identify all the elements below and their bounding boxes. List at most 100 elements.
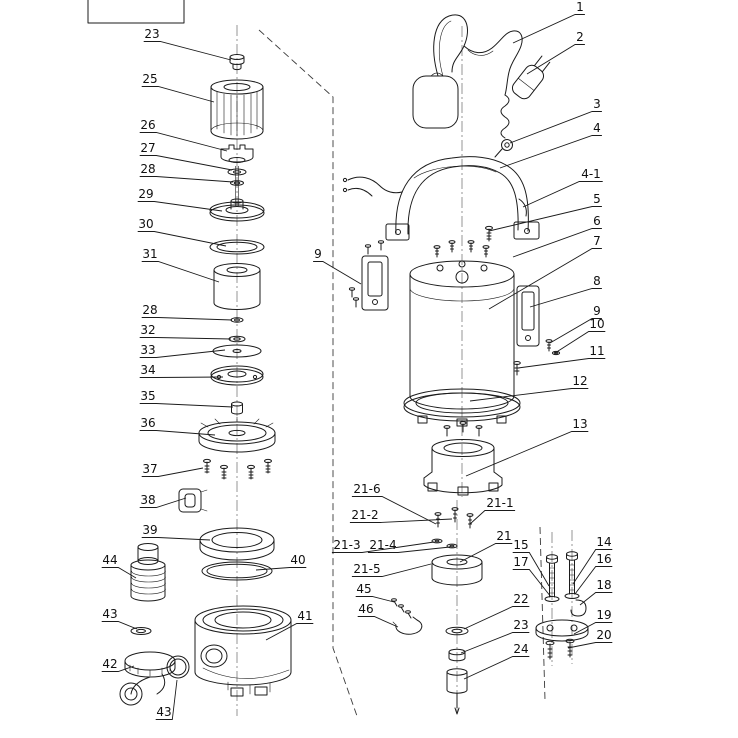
callout-leader-21-6 bbox=[351, 496, 437, 525]
right-assembly bbox=[342, 14, 561, 497]
callout-label-10: 10 bbox=[589, 317, 604, 331]
screws-part-37 bbox=[203, 458, 272, 480]
callout-label-45: 45 bbox=[356, 582, 371, 596]
callout-label-46: 46 bbox=[358, 602, 373, 616]
callout-leader-37 bbox=[141, 467, 204, 477]
callout-leader-41 bbox=[265, 623, 314, 641]
callout-label-36: 36 bbox=[140, 416, 155, 430]
fan-coupling-part-26 bbox=[220, 144, 254, 163]
washer-part-43 bbox=[130, 627, 152, 635]
callout-label-44: 44 bbox=[102, 553, 117, 567]
callout-label-4-1: 4-1 bbox=[581, 167, 601, 181]
callout-leader-10 bbox=[554, 331, 606, 354]
callout-leader-21-5 bbox=[351, 563, 432, 577]
bracket-part-38 bbox=[178, 488, 208, 513]
diffuser-part-36 bbox=[198, 416, 276, 453]
volute-body-part-41 bbox=[194, 605, 292, 697]
callout-leader-25 bbox=[141, 86, 215, 103]
nut-part-23b bbox=[448, 648, 466, 662]
left-assembly bbox=[119, 25, 292, 716]
screws-part-21-6-21-2-21-1 bbox=[434, 507, 474, 529]
screws-part-6 bbox=[433, 240, 490, 258]
callout-leader-30 bbox=[137, 231, 227, 247]
screws-part-20 bbox=[545, 638, 575, 660]
callout-leader-2 bbox=[526, 44, 585, 75]
callout-leader-6 bbox=[512, 228, 602, 258]
callout-leader-9 bbox=[313, 261, 362, 285]
lead-wires bbox=[342, 176, 403, 197]
callout-leader-22 bbox=[463, 606, 530, 630]
callout-label-23: 23 bbox=[144, 27, 159, 41]
callout-label-28: 28 bbox=[142, 303, 157, 317]
callout-leader-33 bbox=[139, 349, 226, 358]
o-ring-part-43b bbox=[166, 655, 190, 679]
callout-leader-23 bbox=[143, 41, 232, 61]
power-cord-part-1 bbox=[433, 14, 523, 96]
cable-clip-part-3 bbox=[494, 139, 513, 158]
callout-leader-42 bbox=[101, 665, 135, 672]
callout-leader-21-4 bbox=[367, 546, 451, 553]
callout-label-38: 38 bbox=[140, 493, 155, 507]
gasket-part-30 bbox=[209, 239, 265, 255]
callout-label-16: 16 bbox=[596, 552, 611, 566]
callout-leader-27 bbox=[139, 155, 233, 171]
seal-ring-part-39 bbox=[199, 527, 275, 561]
seal-plate-part-29 bbox=[209, 198, 265, 222]
callout-label-18: 18 bbox=[596, 578, 611, 592]
plug-part-2 bbox=[511, 55, 551, 100]
callout-leader-40 bbox=[255, 567, 307, 571]
callout-label-12: 12 bbox=[572, 374, 587, 388]
hose-connector-part-44 bbox=[130, 543, 166, 602]
callout-label-24: 24 bbox=[513, 642, 528, 656]
callout-label-28: 28 bbox=[140, 162, 155, 176]
pins-part-45 bbox=[391, 598, 412, 619]
callout-label-21: 21 bbox=[496, 529, 511, 543]
callout-leader-5 bbox=[488, 206, 602, 232]
base-stand-part-12 bbox=[403, 388, 521, 427]
callout-leader-28 bbox=[141, 317, 233, 321]
callout-leader-17 bbox=[512, 569, 552, 598]
callout-label-3: 3 bbox=[593, 97, 601, 111]
callout-leader-11 bbox=[517, 358, 606, 369]
callout-label-1: 1 bbox=[576, 0, 584, 14]
callout-leader-46 bbox=[357, 616, 399, 628]
callout-label-37: 37 bbox=[142, 462, 157, 476]
cap-nut-part-23 bbox=[229, 54, 245, 71]
callout-label-20: 20 bbox=[596, 628, 611, 642]
callout-leader-3 bbox=[509, 111, 602, 144]
callout-leader-20 bbox=[567, 642, 613, 649]
callout-leader-9 bbox=[549, 318, 602, 344]
section-boundary-line bbox=[258, 29, 358, 717]
pump-head-part-13 bbox=[423, 439, 503, 496]
callout-leader-4-1 bbox=[522, 181, 603, 208]
callout-label-27: 27 bbox=[140, 141, 155, 155]
motor-cap-part-25 bbox=[210, 79, 264, 140]
section-boundary-line-2 bbox=[539, 526, 546, 701]
callout-label-33: 33 bbox=[140, 343, 155, 357]
washer-part-27 bbox=[227, 168, 247, 176]
callout-label-6: 6 bbox=[593, 214, 601, 228]
callout-leader-12 bbox=[469, 388, 589, 402]
o-ring-part-40 bbox=[201, 561, 273, 581]
callout-label-5: 5 bbox=[593, 192, 601, 206]
screw-part-5 bbox=[485, 225, 493, 242]
callout-leader-13 bbox=[465, 431, 589, 477]
callout-label-15: 15 bbox=[513, 538, 528, 552]
callout-label-9: 9 bbox=[314, 247, 322, 261]
bracket-part-8 bbox=[516, 285, 540, 347]
callout-label-14: 14 bbox=[596, 535, 611, 549]
callout-label-43: 43 bbox=[102, 607, 117, 621]
flange-part-19 bbox=[535, 619, 589, 642]
callout-leader-21-3 bbox=[331, 541, 435, 553]
washers-part-21-3-21-4 bbox=[431, 538, 458, 549]
callout-label-21-5: 21-5 bbox=[353, 562, 380, 576]
elbow-fitting-part-42 bbox=[119, 651, 176, 706]
callout-label-21-6: 21-6 bbox=[353, 482, 380, 496]
callout-leader-35 bbox=[139, 403, 234, 408]
callout-label-26: 26 bbox=[140, 118, 155, 132]
callout-label-41: 41 bbox=[297, 609, 312, 623]
circlip-part-28 bbox=[230, 180, 244, 186]
callout-leader-19 bbox=[573, 622, 613, 635]
callout-leader-15 bbox=[512, 552, 550, 587]
callout-leader-31 bbox=[141, 261, 220, 283]
